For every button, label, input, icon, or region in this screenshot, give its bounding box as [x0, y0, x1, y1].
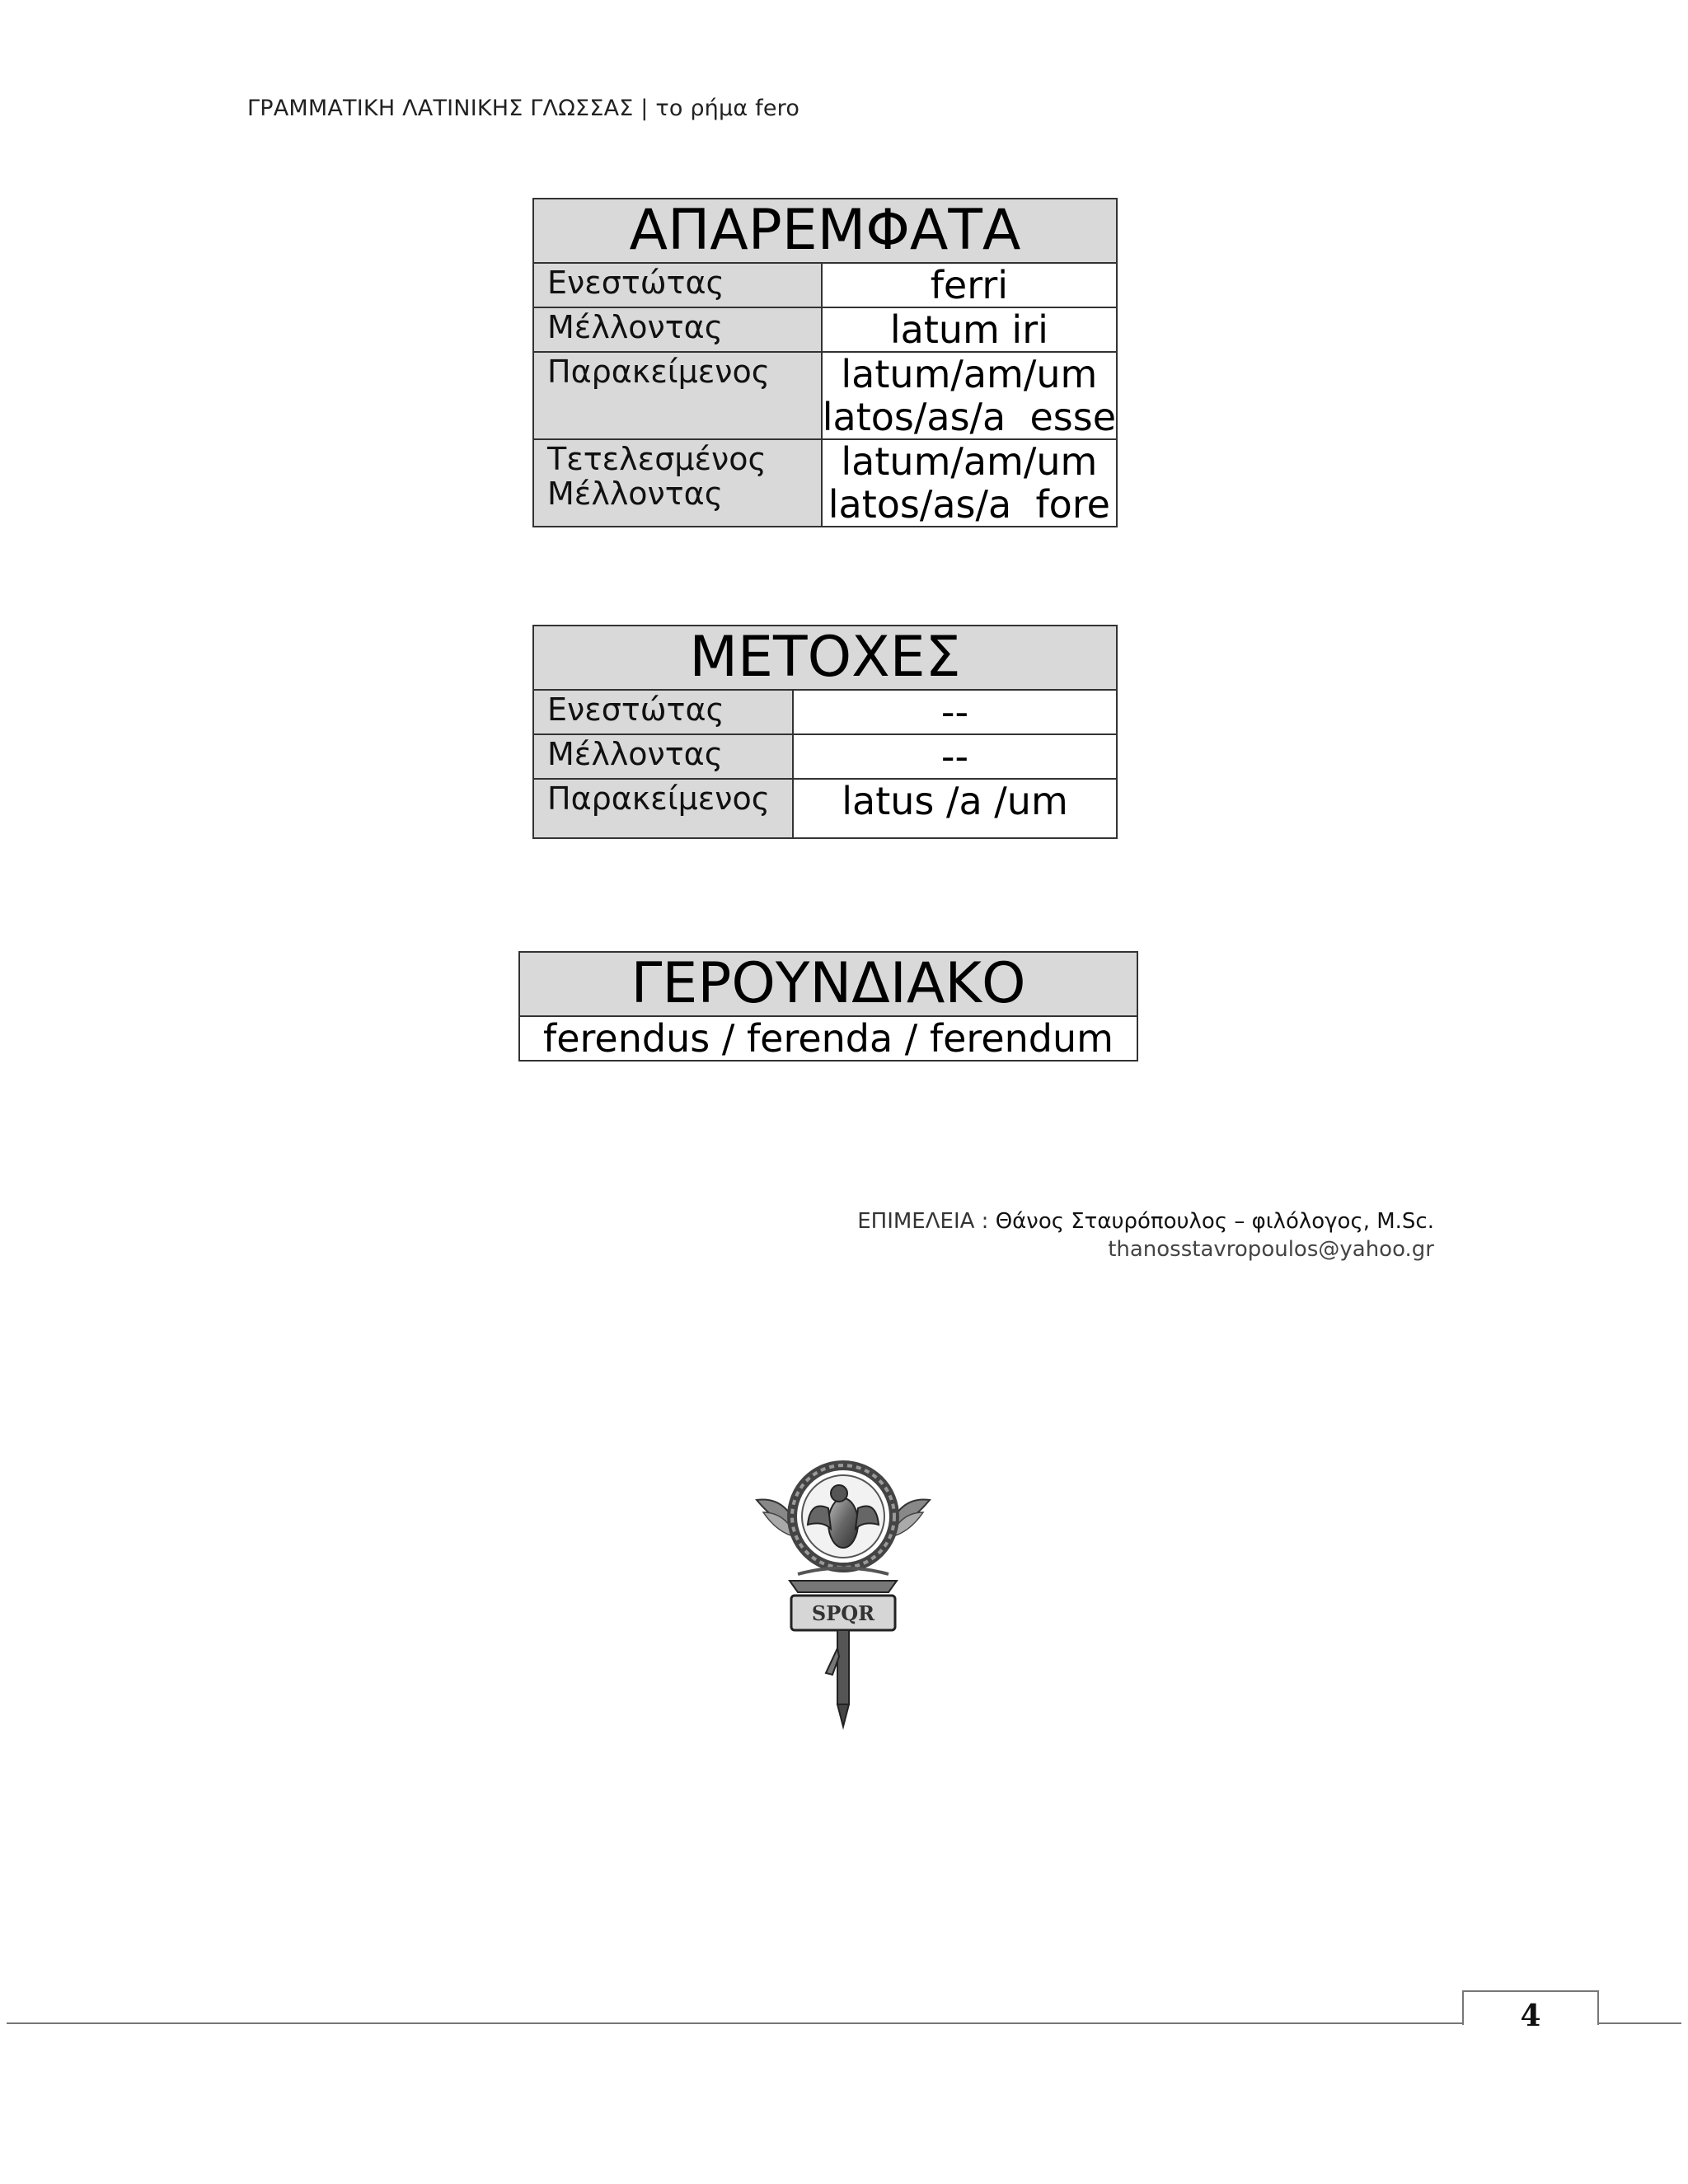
table-row: Τετελεσμένος Μέλλοντας latum/am/um latos…: [532, 438, 1118, 527]
row-value: latum/am/um latos/as/a esse: [820, 351, 1118, 440]
credit-line: ΕΠΙΜΕΛΕΙΑ : Θάνος Σταυρόπουλος – φιλόλογ…: [857, 1207, 1434, 1235]
row-label: Ενεστώτας: [532, 689, 794, 735]
row-label: Ενεστώτας: [532, 262, 823, 308]
table-row: Μέλλοντας --: [532, 733, 1118, 780]
table-row: Ενεστώτας --: [532, 689, 1118, 735]
table-row: Μέλλοντας latum iri: [532, 307, 1118, 353]
row-value: latum iri: [820, 307, 1118, 353]
credit-label: ΕΠΙΜΕΛΕΙΑ :: [857, 1209, 996, 1234]
row-value: --: [792, 689, 1118, 735]
row-label: Τετελεσμένος Μέλλοντας: [532, 438, 823, 527]
emblem-text: SPQR: [812, 1601, 875, 1625]
credit-block: ΕΠΙΜΕΛΕΙΑ : Θάνος Σταυρόπουλος – φιλόλογ…: [857, 1207, 1434, 1263]
gerundive-value: ferendus / ferenda / ferendum: [518, 1015, 1138, 1062]
credit-email: thanosstavropoulos@yahoo.gr: [1108, 1237, 1434, 1262]
infinitives-table: ΑΠΑΡΕΜΦΑΤΑ Ενεστώτας ferri Μέλλοντας lat…: [532, 198, 1118, 527]
participles-table: ΜΕΤΟΧΕΣ Ενεστώτας -- Μέλλοντας -- Παρακε…: [532, 625, 1118, 839]
gerundive-table: ΓΕΡΟΥΝΔΙΑΚΟ ferendus / ferenda / ferendu…: [518, 951, 1138, 1062]
credit-author: Θάνος Σταυρόπουλος – φιλόλογος, M.Sc.: [995, 1209, 1434, 1234]
infinitives-title: ΑΠΑΡΕΜΦΑΤΑ: [532, 198, 1118, 264]
footer-rule: [7, 2022, 1681, 2024]
gerundive-title: ΓΕΡΟΥΝΔΙΑΚΟ: [518, 951, 1138, 1017]
table-row: Παρακείμενος latum/am/um latos/as/a esse: [532, 351, 1118, 440]
spqr-eagle-standard-icon: SPQR: [740, 1451, 946, 1731]
table-row: ferendus / ferenda / ferendum: [518, 1015, 1138, 1062]
row-value: latus /a /um: [792, 778, 1118, 839]
row-value: latum/am/um latos/as/a fore: [820, 438, 1118, 527]
page-number-box: [1462, 1990, 1599, 2025]
running-header: ΓΡΑΜΜΑΤΙΚΗ ΛΑΤΙΝΙΚΗΣ ΓΛΩΣΣΑΣ | το ρήμα f…: [247, 96, 800, 121]
row-label: Μέλλοντας: [532, 733, 794, 780]
row-value: --: [792, 733, 1118, 780]
row-value: ferri: [820, 262, 1118, 308]
page-number: 4: [1520, 1999, 1541, 2033]
participles-title: ΜΕΤΟΧΕΣ: [532, 625, 1118, 691]
table-row: Ενεστώτας ferri: [532, 262, 1118, 308]
row-label: Παρακείμενος: [532, 778, 794, 839]
table-row: Παρακείμενος latus /a /um: [532, 778, 1118, 839]
row-label: Μέλλοντας: [532, 307, 823, 353]
row-label: Παρακείμενος: [532, 351, 823, 440]
